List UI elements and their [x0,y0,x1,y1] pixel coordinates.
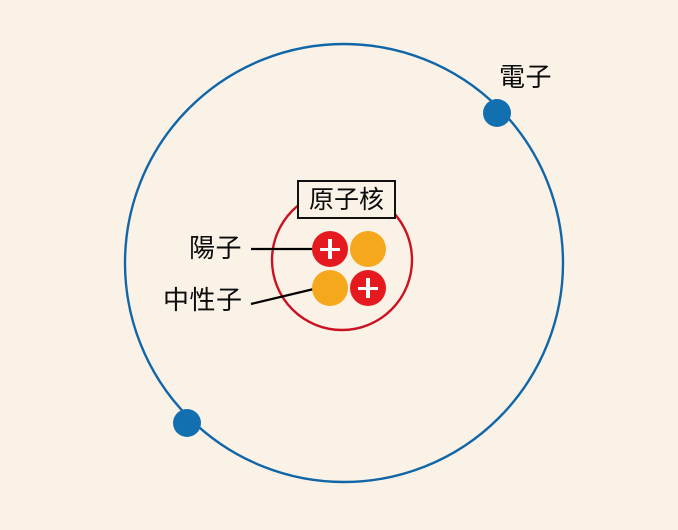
proton-particle-1 [312,231,348,267]
neutron-label: 中性子 [163,286,243,316]
electron-label: 電子 [499,63,553,93]
electron-particle-1 [483,99,511,127]
nucleus-label-box: 原子核 [297,180,396,219]
electron-particle-2 [173,409,201,437]
proton-label: 陽子 [189,234,243,264]
nucleus-label-text: 原子核 [308,185,384,214]
electron-orbit-circle [123,42,565,484]
proton-particle-2 [350,270,386,306]
neutron-particle-2 [312,270,348,306]
neutron-particle-1 [350,231,386,267]
neutron-leader-line [250,286,319,306]
